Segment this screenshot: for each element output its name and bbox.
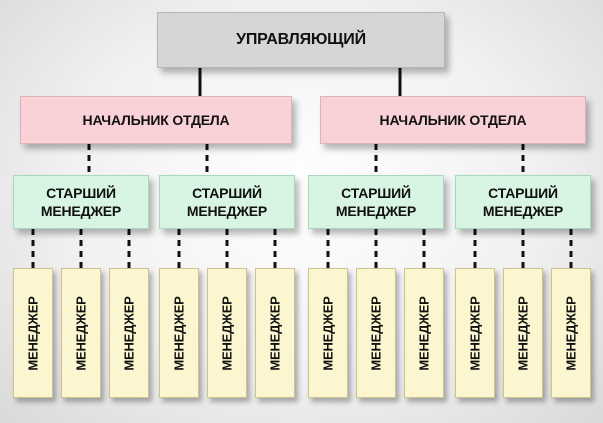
manager-label: МЕНЕДЖЕР [368,295,384,371]
manager-label: МЕНЕДЖЕР [25,295,41,371]
top-manager-box: УПРАВЛЯЮЩИЙ [157,12,445,68]
department-head-label: НАЧАЛЬНИК ОТДЕЛА [82,112,230,128]
top-manager-label: УПРАВЛЯЮЩИЙ [236,31,366,48]
senior-manager-label-line1: СТАРШИЙ [488,185,558,201]
manager-label: МЕНЕДЖЕР [219,295,235,371]
manager-label: МЕНЕДЖЕР [73,295,89,371]
senior-manager-label-line2: МЕНЕДЖЕР [40,203,122,219]
manager-label: МЕНЕДЖЕР [267,295,283,371]
department-head-box-1: НАЧАЛЬНИК ОТДЕЛА [20,96,292,144]
senior-manager-label-line2: МЕНЕДЖЕР [482,203,564,219]
manager-box: МЕНЕДЖЕР [404,268,444,398]
manager-box: МЕНЕДЖЕР [356,268,396,398]
manager-label: МЕНЕДЖЕР [563,295,579,371]
manager-label: МЕНЕДЖЕР [467,295,483,371]
senior-manager-label-line1: СТАРШИЙ [341,185,411,201]
senior-manager-label-line1: СТАРШИЙ [192,185,262,201]
manager-label: МЕНЕДЖЕР [416,295,432,371]
manager-box: МЕНЕДЖЕР [551,268,591,398]
manager-box: МЕНЕДЖЕР [109,268,149,398]
senior-manager-box: СТАРШИЙ МЕНЕДЖЕР [455,175,591,229]
manager-label: МЕНЕДЖЕР [171,295,187,371]
senior-manager-box: СТАРШИЙ МЕНЕДЖЕР [13,175,149,229]
department-head-label: НАЧАЛЬНИК ОТДЕЛА [379,112,527,128]
manager-box: МЕНЕДЖЕР [255,268,295,398]
manager-box: МЕНЕДЖЕР [455,268,495,398]
senior-manager-label-line1: СТАРШИЙ [46,185,116,201]
department-head-box-2: НАЧАЛЬНИК ОТДЕЛА [320,96,586,144]
manager-box: МЕНЕДЖЕР [61,268,101,398]
manager-label: МЕНЕДЖЕР [515,295,531,371]
senior-manager-label-line2: МЕНЕДЖЕР [186,203,268,219]
manager-box: МЕНЕДЖЕР [159,268,199,398]
manager-box: МЕНЕДЖЕР [308,268,348,398]
senior-manager-box: СТАРШИЙ МЕНЕДЖЕР [159,175,295,229]
manager-box: МЕНЕДЖЕР [503,268,543,398]
manager-label: МЕНЕДЖЕР [121,295,137,371]
manager-box: МЕНЕДЖЕР [13,268,53,398]
manager-label: МЕНЕДЖЕР [320,295,336,371]
manager-box: МЕНЕДЖЕР [207,268,247,398]
senior-manager-box: СТАРШИЙ МЕНЕДЖЕР [308,175,444,229]
senior-manager-label-line2: МЕНЕДЖЕР [335,203,417,219]
